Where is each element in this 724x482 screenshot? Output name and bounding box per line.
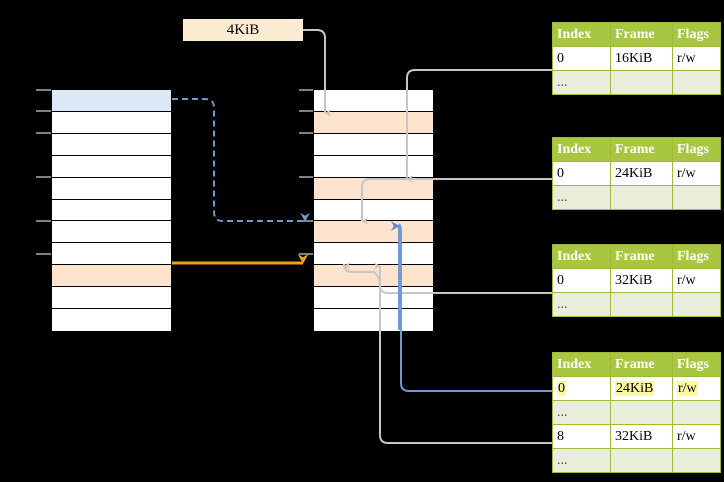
wire-left-row0-to-middle-row6 <box>172 98 310 222</box>
cell-frame <box>610 70 673 95</box>
cell-frame: 32KiB <box>610 268 673 293</box>
cell-flags: r/w <box>672 424 721 449</box>
middle-memory-row-5 <box>314 199 433 222</box>
cell-frame: 16KiB <box>610 46 673 71</box>
cell-flags <box>672 292 721 317</box>
left-memory-row-1 <box>52 111 171 134</box>
column-header-index: Index <box>552 352 611 377</box>
column-header-flags: Flags <box>672 352 721 377</box>
middle-column-ticks <box>299 89 313 255</box>
column-header-index: Index <box>552 22 611 47</box>
table-row: ... <box>552 448 721 473</box>
column-header-frame: Frame <box>610 137 673 162</box>
table-row: ... <box>552 70 721 95</box>
left-memory-row-7 <box>52 243 171 266</box>
highlighted-value: 0 <box>557 380 566 396</box>
column-header-index: Index <box>552 137 611 162</box>
cell-frame: 24KiB <box>610 376 673 401</box>
highlighted-value: 24KiB <box>615 380 655 396</box>
middle-memory-row-7 <box>314 243 433 266</box>
middle-memory-row-10 <box>314 309 433 331</box>
cell-index: 0 <box>552 161 611 186</box>
cell-flags: r/w <box>672 161 721 186</box>
cell-flags <box>672 400 721 425</box>
cell-index: ... <box>552 70 611 95</box>
middle-memory-row-3 <box>314 155 433 178</box>
cell-index: 0 <box>552 46 611 71</box>
cell-flags: r/w <box>672 268 721 293</box>
table-row: ... <box>552 185 721 210</box>
cell-index: 8 <box>552 424 611 449</box>
left-memory-row-10 <box>52 309 171 331</box>
size-label-4kib: 4KiB <box>183 19 303 41</box>
middle-memory-row-0 <box>314 90 433 112</box>
left-memory-row-3 <box>52 155 171 178</box>
left-memory-row-5 <box>52 199 171 222</box>
table-row: ... <box>552 400 721 425</box>
left-memory-row-2 <box>52 133 171 156</box>
cell-index: 0 <box>552 376 611 401</box>
highlighted-value: r/w <box>677 380 698 396</box>
cell-frame <box>610 292 673 317</box>
cell-flags <box>672 448 721 473</box>
cell-frame <box>610 448 673 473</box>
middle-memory-row-8 <box>314 265 433 288</box>
left-column-ticks <box>36 89 51 255</box>
middle-memory-row-6 <box>314 221 433 244</box>
column-header-frame: Frame <box>610 22 673 47</box>
middle-memory-row-9 <box>314 287 433 310</box>
column-header-frame: Frame <box>610 244 673 269</box>
left-memory-row-0 <box>52 90 171 112</box>
left-memory-row-4 <box>52 177 171 200</box>
column-header-flags: Flags <box>672 244 721 269</box>
middle-memory-column <box>313 89 434 332</box>
middle-memory-row-1 <box>314 111 433 134</box>
cell-index: ... <box>552 292 611 317</box>
cell-index: ... <box>552 185 611 210</box>
cell-frame: 32KiB <box>610 424 673 449</box>
left-memory-row-9 <box>52 287 171 310</box>
cell-flags <box>672 185 721 210</box>
cell-flags <box>672 70 721 95</box>
column-header-frame: Frame <box>610 352 673 377</box>
table-row: 0 24KiB r/w <box>552 376 721 401</box>
cell-flags: r/w <box>672 376 721 401</box>
cell-index: ... <box>552 448 611 473</box>
middle-memory-row-2 <box>314 133 433 156</box>
cell-flags: r/w <box>672 46 721 71</box>
middle-memory-row-4 <box>314 177 433 200</box>
left-memory-row-8 <box>52 265 171 288</box>
cell-index: ... <box>552 400 611 425</box>
cell-frame <box>610 185 673 210</box>
left-memory-row-6 <box>52 221 171 244</box>
cell-frame <box>610 400 673 425</box>
column-header-flags: Flags <box>672 22 721 47</box>
table-row: ... <box>552 292 721 317</box>
column-header-flags: Flags <box>672 137 721 162</box>
column-header-index: Index <box>552 244 611 269</box>
cell-frame: 24KiB <box>610 161 673 186</box>
cell-index: 0 <box>552 268 611 293</box>
left-memory-column <box>51 89 172 332</box>
